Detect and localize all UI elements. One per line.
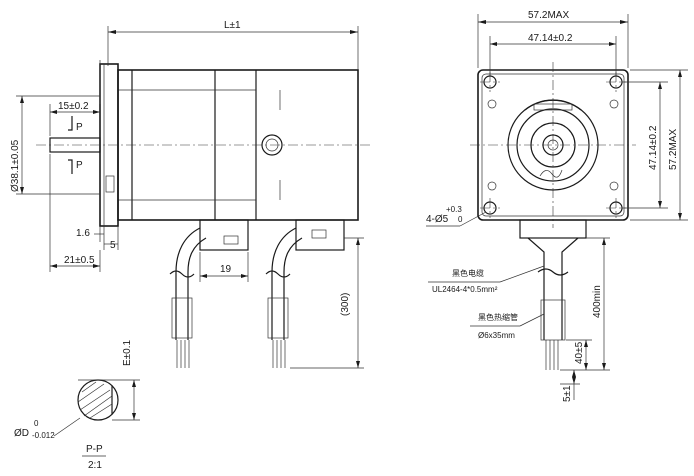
dim-hole-spacing: 47.14±0.2 xyxy=(528,33,573,44)
dim-shaft-ext: 21±0.5 xyxy=(64,255,95,266)
dim-strip-len: 5±1 xyxy=(562,385,573,402)
dim-shaft-d-tol-up: 0 xyxy=(34,419,39,428)
front-connector xyxy=(519,219,587,239)
dim-connector-width: 19 xyxy=(220,264,232,275)
section-scale: 2:1 xyxy=(88,460,102,471)
flange-slot xyxy=(105,175,115,193)
dim-length: L±1 xyxy=(224,20,241,31)
cable-1-left xyxy=(175,227,201,340)
dim-shaft-diameter: Ø38.1±0.05 xyxy=(10,139,21,192)
section-p-p: E±0.1 ØD 0 -0.012 P-P 2:1 xyxy=(14,340,140,471)
dim-shaft-length: 15±0.2 xyxy=(58,101,89,112)
dim-holes-tol-low: 0 xyxy=(458,215,463,224)
section-title: P-P xyxy=(86,444,103,455)
connector-1 xyxy=(199,219,249,251)
dim-height-max: 57.2MAX xyxy=(668,129,679,170)
section-mark-top: P xyxy=(76,122,83,133)
front-view: 57.2MAX 47.14±0.2 47.14±0.2 57.2MAX 4-Ø5… xyxy=(426,10,688,402)
cable-spec-label: UL2464-4*0.5mm² xyxy=(432,285,498,294)
rear-cap xyxy=(261,134,283,156)
side-view: P P L±1 xyxy=(10,20,370,369)
dim-sleeve-len: 40±5 xyxy=(574,341,585,364)
dim-flat-depth: E±0.1 xyxy=(122,340,133,366)
sleeve-black-label: 黑色热缩管 xyxy=(478,312,518,322)
dim-cable-length: (300) xyxy=(340,293,351,316)
dim-shaft-d-tol-low: -0.012 xyxy=(32,431,55,440)
connector-2 xyxy=(295,219,345,251)
cable-black-label: 黑色电缆 xyxy=(452,268,484,278)
dim-hole-spacing-v: 47.14±0.2 xyxy=(648,125,659,170)
dim-shaft-d: ØD xyxy=(14,428,29,439)
cable-2-left xyxy=(271,227,297,340)
section-mark-bottom: P xyxy=(76,160,83,171)
dim-cable-min: 400min xyxy=(592,285,603,318)
dim-holes-tol: +0.3 xyxy=(446,205,462,214)
dim-width-max: 57.2MAX xyxy=(528,10,569,21)
dim-flange-thickness: 1.6 xyxy=(76,228,90,239)
dim-holes: 4-Ø5 xyxy=(426,214,449,225)
dim-boss-step: 5 xyxy=(110,240,116,251)
sleeve-spec-label: Ø6x35mm xyxy=(478,331,515,340)
